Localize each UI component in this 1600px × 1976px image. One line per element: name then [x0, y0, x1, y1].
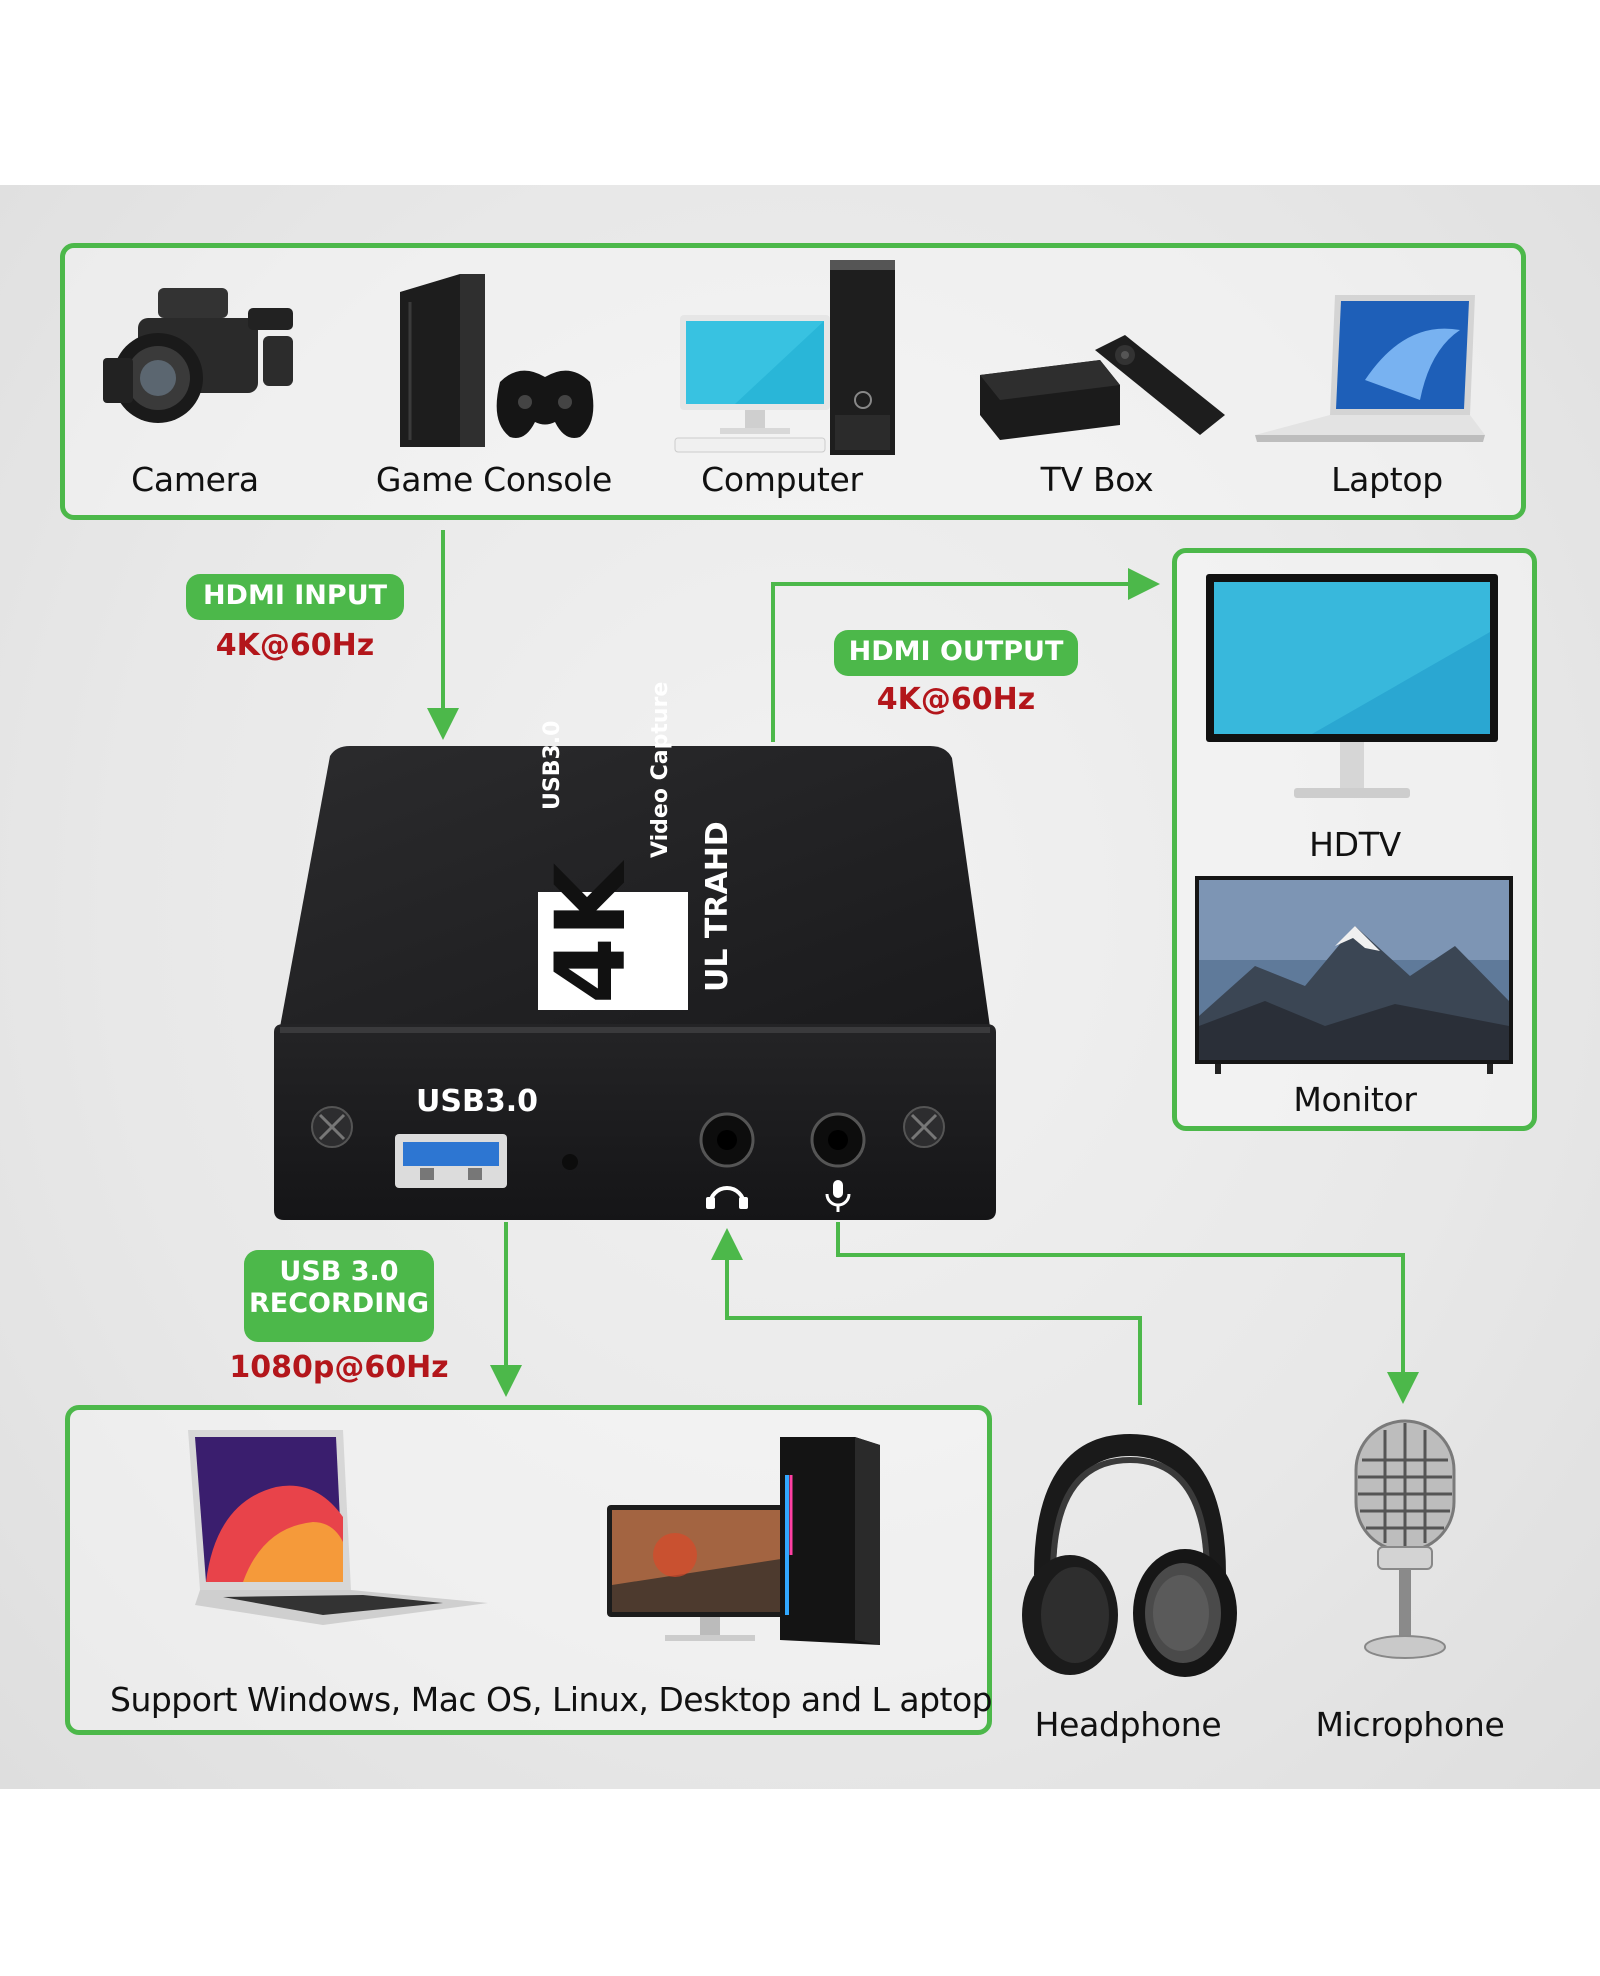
- headphone-icon: [1022, 1433, 1237, 1677]
- device-front-usb-label: USB3.0: [416, 1084, 538, 1119]
- gaming-pc-icon: [607, 1437, 880, 1645]
- usb-recording-line1: USB 3.0: [279, 1256, 399, 1287]
- computer-icon: [674, 260, 895, 455]
- device-top-usb-label: USB3.0: [540, 720, 565, 810]
- usb-recording-badge: USB 3.0 RECORDING: [244, 1250, 434, 1342]
- hdmi-output-rate: 4K@60Hz: [876, 682, 1036, 717]
- hdmi-input-badge: HDMI INPUT: [186, 574, 404, 620]
- monitor-icon: [1195, 876, 1513, 1074]
- source-label: Laptop: [1331, 460, 1443, 499]
- game-console-icon: [400, 274, 594, 447]
- hdmi-input-rate: 4K@60Hz: [215, 628, 375, 663]
- display-label: Monitor: [1293, 1080, 1417, 1119]
- source-label: TV Box: [1040, 460, 1154, 499]
- display-label: HDTV: [1309, 825, 1401, 864]
- device-ultrahd-label: UL TRAHD: [700, 821, 735, 992]
- laptop-icon: [1255, 295, 1485, 442]
- macbook-icon: [188, 1430, 488, 1625]
- computers-caption: Support Windows, Mac OS, Linux, Desktop …: [110, 1680, 993, 1719]
- device-4k-logo: 4K: [535, 862, 647, 1004]
- usb-recording-rate: 1080p@60Hz: [229, 1350, 449, 1385]
- hdmi-output-badge: HDMI OUTPUT: [834, 630, 1078, 676]
- camera-icon: [103, 288, 293, 423]
- source-label: Camera: [131, 460, 259, 499]
- capture-device: [274, 746, 996, 1220]
- microphone-icon: [1354, 1419, 1456, 1659]
- tv-box-icon: [980, 335, 1225, 440]
- audio-label: Headphone: [1034, 1705, 1222, 1744]
- source-label: Game Console: [375, 460, 613, 499]
- audio-label: Microphone: [1315, 1705, 1505, 1744]
- hdtv-icon: [1206, 574, 1498, 798]
- usb-recording-line2: RECORDING: [248, 1288, 429, 1320]
- source-label: Computer: [701, 460, 863, 499]
- device-top-video-label: Video Capture: [648, 681, 673, 858]
